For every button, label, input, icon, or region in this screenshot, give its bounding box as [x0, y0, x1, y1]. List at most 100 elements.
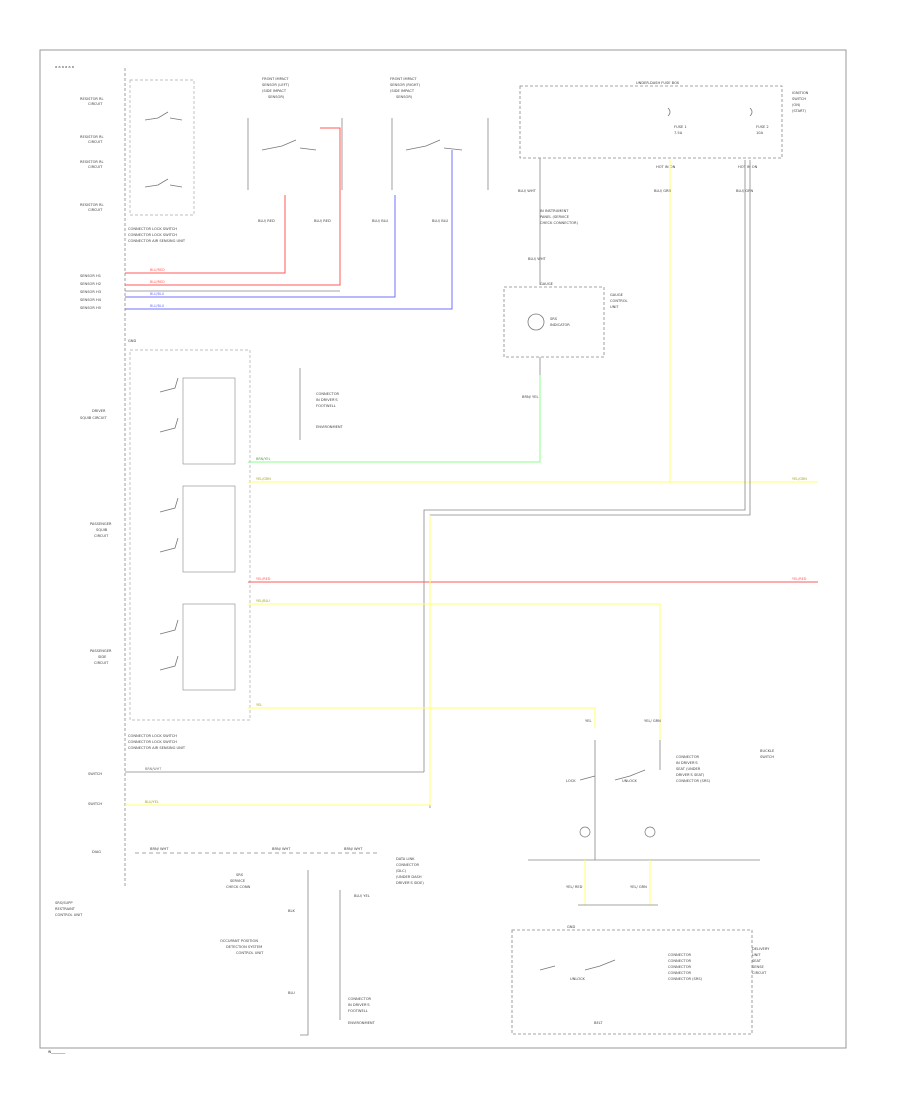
- ground-connector: CONNECTOR IN DRIVER'S FOOTWELL ENVIRONME…: [299, 368, 344, 440]
- wire-yellow-sw2: [125, 515, 431, 806]
- seat-label-4: DRIVER'S SEAT): [676, 773, 705, 777]
- sensor-wire-a: BLU/ RED: [258, 219, 275, 223]
- bottom-connector-1: CONNECTOR LOCK SWITCH: [128, 734, 177, 738]
- wire-gray-long: [429, 160, 751, 808]
- ign-1: IGNITION: [792, 91, 809, 95]
- seat-lock: LOCK: [566, 779, 576, 783]
- sensor-pin-2: SENSOR H2: [80, 282, 101, 286]
- indicator-bulb: [527, 313, 545, 331]
- gauge-label: GAUGE: [610, 293, 624, 297]
- ign-2: SWITCH: [792, 97, 806, 101]
- wire-label-blue-2: BLU/BLU: [150, 304, 165, 308]
- srs-module-3: CONTROL UNIT: [55, 913, 83, 917]
- relay-text-1: IN INSTRUMENT: [540, 209, 569, 213]
- seat-b-label-3: CONNECTOR: [668, 965, 692, 969]
- ground-4: ENVIRONMENT: [316, 425, 344, 429]
- ign-3: (ON): [792, 103, 801, 107]
- resistor-2b-label: CIRCUIT: [88, 140, 103, 144]
- buckle-1: BUCKLE: [760, 749, 775, 753]
- diagram-frame: [39, 49, 847, 1049]
- seat-b-label-1: CONNECTOR: [668, 953, 692, 957]
- ground-2: IN DRIVER'S: [316, 398, 338, 402]
- ground-3: FOOTWELL: [316, 404, 336, 408]
- seat-wire-l: YEL/ RED: [566, 885, 583, 889]
- srs-module-2: RESTRAINT: [55, 907, 76, 911]
- fuse-1: FUSE 1: [674, 125, 687, 129]
- front-left-label-4: SENSOR): [268, 95, 285, 99]
- bottom-l1: DATA LINK: [396, 857, 415, 861]
- bottom-l3: (DLC): [396, 869, 407, 873]
- page-id: w_______: [48, 1049, 66, 1054]
- hot-label: HOT IN ON: [656, 165, 676, 169]
- seat-belt-out: BELT: [594, 1021, 603, 1025]
- wire-blue-1: [125, 195, 396, 298]
- seat-side-1: DELIVERY: [752, 947, 770, 951]
- resistor-4b-label: CIRCUIT: [88, 208, 103, 212]
- ign-4: (START): [792, 109, 806, 113]
- bottom-connector: BRN/ WHT BRN/ WHT BRN/ WHT SRS SERVICE C…: [135, 847, 424, 1036]
- wire-label-green: BRN/YEL: [256, 457, 271, 461]
- buckle-2: SWITCH: [760, 755, 774, 759]
- ground-1: CONNECTOR: [316, 392, 340, 396]
- gnd-label: GND: [128, 339, 136, 343]
- squib-block: [129, 349, 251, 721]
- indicator-wire-2: BRN/ YEL: [522, 395, 538, 399]
- seat-b-label-4: CONNECTOR: [668, 971, 692, 975]
- wire-yellow-2: [248, 603, 661, 740]
- front-right-label-4: SENSOR): [396, 95, 413, 99]
- bottom-connector-3: CONNECTOR AIR SENSING UNIT: [128, 746, 186, 750]
- seat-label-5: CONNECTOR (SRS): [676, 779, 711, 783]
- resistor-1-label: RESISTOR RL: [80, 97, 104, 101]
- bottom-l4: (UNDER DASH: [396, 875, 422, 879]
- seat-side-5: CIRCUIT: [752, 971, 767, 975]
- seat-b-label-5: CONNECTOR (SRS): [668, 977, 703, 981]
- sensor-wires: BLU/RED BLU/RED BLU/BLU BLU/BLU: [125, 127, 453, 310]
- seat-sub-box: [511, 929, 753, 1035]
- wire-label-right-yellow: YEL/GRN: [792, 477, 807, 481]
- front-right-label-2: SENSOR (RIGHT): [390, 83, 421, 87]
- bottom-l2: CONNECTOR: [396, 863, 420, 867]
- sensor-pin-5: SENSOR H5: [80, 306, 101, 310]
- sensor-pin-4: SENSOR H4: [80, 298, 102, 302]
- srs-module-1: SRS/SUPP: [55, 901, 73, 905]
- bottom-mid-2: SERVICE: [230, 879, 246, 883]
- resistor-switch-2: [144, 178, 183, 188]
- bottom-connector-2: CONNECTOR LOCK SWITCH: [128, 740, 177, 744]
- seat-unlock-2: UNLOCK: [570, 977, 586, 981]
- bottom-gnd-4: ENVIRONMENT: [348, 1021, 376, 1025]
- squib-2c: CIRCUIT: [94, 534, 109, 538]
- wire-label-red-3: YEL/RED: [256, 577, 271, 581]
- resistor-3-label: RESISTOR RL: [80, 160, 104, 164]
- resistor-1b-label: CIRCUIT: [88, 102, 103, 106]
- wire-label-yellow-2: YEL/BLU: [256, 599, 270, 603]
- squib-3b: SIDE: [98, 655, 107, 659]
- wire-label-bot-1: BRN/WHT: [145, 767, 162, 771]
- gauge-label-3: UNIT: [610, 305, 619, 309]
- seat-belt-switch: YEL YEL/ GRN CONNECTOR IN DRIVER'S SEAT …: [511, 719, 775, 1035]
- wire-label-blue-1: BLU/BLU: [150, 292, 165, 296]
- switch-2: SWITCH: [88, 802, 102, 806]
- seat-top-left: YEL: [585, 719, 591, 723]
- seat-side-4: SENSE: [752, 965, 765, 969]
- front-right-label-1: FRONT IMPACT: [390, 77, 417, 81]
- wire-label-yellow-3: YEL: [256, 703, 262, 707]
- wire-label-bot-2: BLU/YEL: [145, 800, 159, 804]
- wire-red-2: [125, 127, 341, 286]
- front-right-label-3: (SIDE IMPACT: [390, 89, 415, 93]
- wire-green: [248, 375, 541, 463]
- srs-control-unit: a a a a a a RESISTOR RL CIRCUIT RESISTOR…: [55, 65, 251, 917]
- squib-2b: SQUIB: [96, 528, 108, 532]
- wire-blue-2: [125, 150, 453, 310]
- seat-label-2: IN DRIVER'S: [676, 761, 698, 765]
- bottom-wire-1: BRN/ WHT: [150, 847, 169, 851]
- bottom-center-1: OCCUPANT POSITION: [220, 939, 258, 943]
- sensor-pin-1: SENSOR H1: [80, 274, 101, 278]
- fuse-wire-l: BLU/ WHT: [518, 189, 537, 193]
- amp-1: 7.5A: [674, 131, 683, 135]
- seat-label-3: SEAT (UNDER: [676, 767, 701, 771]
- srs-indicator: GAUGE SRS INDICATOR GAUGE CONTROL UNIT B…: [503, 209, 628, 399]
- seat-side-3: SEAT: [752, 959, 762, 963]
- diag: DIAG: [92, 850, 101, 854]
- connector-label-2: CONNECTOR LOCK SWITCH: [128, 233, 177, 237]
